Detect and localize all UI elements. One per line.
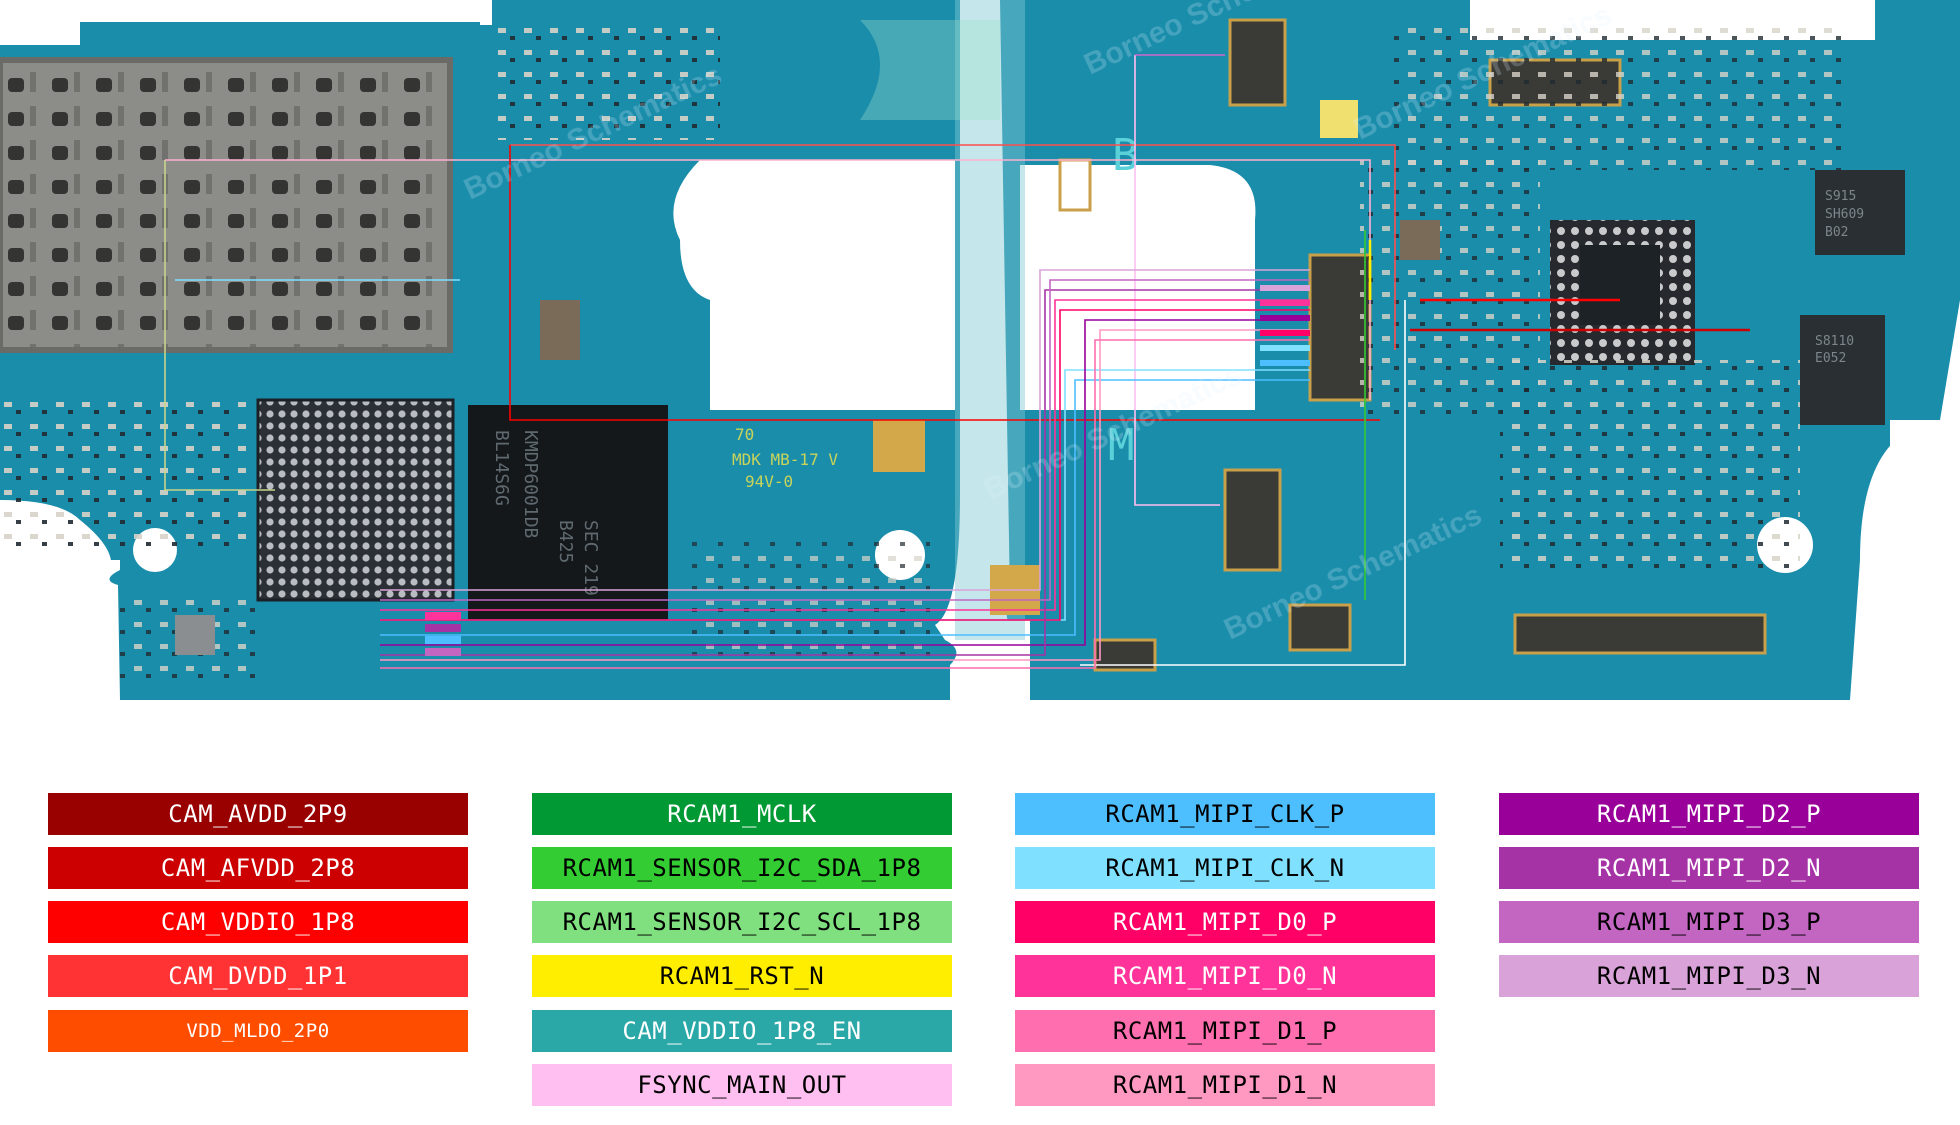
legend-cam-vddio-1p8: CAM_VDDIO_1P8 (48, 901, 468, 943)
silk-94v0: 94V-0 (745, 472, 793, 491)
legend-mipi-clk-n: RCAM1_MIPI_CLK_N (1015, 847, 1435, 889)
svg-text:SH609: SH609 (1825, 207, 1864, 222)
memory-chip: BL14S6G KMDP6001DB B425 SEC 219 (468, 405, 668, 620)
legend-rcam1-rst-n: RCAM1_RST_N (532, 955, 952, 997)
legend-cam-afvdd-2p8: CAM_AFVDD_2P8 (48, 847, 468, 889)
legend-cam-avdd-2p9: CAM_AVDD_2P9 (48, 793, 468, 835)
legend-mipi-d0-n: RCAM1_MIPI_D0_N (1015, 955, 1435, 997)
svg-text:S915: S915 (1825, 189, 1856, 204)
sim-tray (0, 0, 453, 353)
right-ic-1: S915 SH609 B02 (1815, 170, 1905, 255)
silk-b: B (1112, 130, 1139, 181)
silk-70: 70 (735, 425, 754, 444)
legend-rcam1-mclk: RCAM1_MCLK (532, 793, 952, 835)
legend-mipi-d1-n: RCAM1_MIPI_D1_N (1015, 1064, 1435, 1106)
legend-fsync-main-out: FSYNC_MAIN_OUT (532, 1064, 952, 1106)
legend-mipi-d1-p: RCAM1_MIPI_D1_P (1015, 1010, 1435, 1052)
legend-mipi-d3-p: RCAM1_MIPI_D3_P (1499, 901, 1919, 943)
legend-mipi-d2-p: RCAM1_MIPI_D2_P (1499, 793, 1919, 835)
legend-cam-dvdd-1p1: CAM_DVDD_1P1 (48, 955, 468, 997)
chip-text-sec: SEC 219 (580, 520, 601, 596)
legend-vdd-mldo-2p0: VDD_MLDO_2P0 (48, 1010, 468, 1052)
legend-mipi-d0-p: RCAM1_MIPI_D0_P (1015, 901, 1435, 943)
svg-text:B02: B02 (1825, 225, 1848, 240)
legend-rcam1-i2c-sda: RCAM1_SENSOR_I2C_SDA_1P8 (532, 847, 952, 889)
chip-text-bl: BL14S6G (491, 430, 512, 506)
left-bga-chip (258, 400, 453, 600)
silk-m: M (1108, 420, 1135, 471)
chip-text-kmdp: KMDP6001DB (520, 430, 541, 538)
right-ic-2: S8110 E052 (1800, 315, 1885, 425)
svg-text:E052: E052 (1815, 351, 1846, 366)
pcb-board-photo: BL14S6G KMDP6001DB B425 SEC 219 70 MDK M… (0, 0, 1960, 700)
legend-cam-vddio-1p8-en: CAM_VDDIO_1P8_EN (532, 1010, 952, 1052)
legend-mipi-d3-n: RCAM1_MIPI_D3_N (1499, 955, 1919, 997)
legend-mipi-clk-p: RCAM1_MIPI_CLK_P (1015, 793, 1435, 835)
legend-rcam1-i2c-scl: RCAM1_SENSOR_I2C_SCL_1P8 (532, 901, 952, 943)
legend-mipi-d2-n: RCAM1_MIPI_D2_N (1499, 847, 1919, 889)
chip-text-b425: B425 (555, 520, 576, 563)
net-traces (164, 54, 1750, 669)
svg-text:S8110: S8110 (1815, 334, 1854, 349)
silk-mdk: MDK MB-17 V (732, 450, 838, 469)
